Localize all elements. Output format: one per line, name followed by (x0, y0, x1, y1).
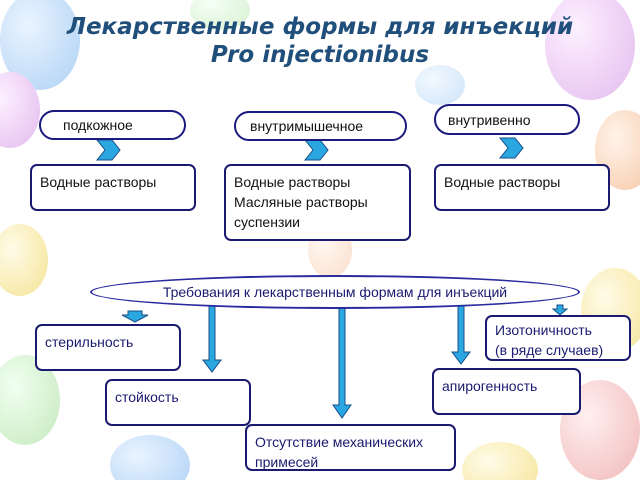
down-arrow-icon (121, 310, 149, 323)
forms-subcutaneous: Водные растворы (30, 164, 196, 211)
requirement-apyrogenicity: апирогенность (432, 368, 581, 415)
chevron-arrow-icon (498, 137, 524, 159)
page-subtitle: Pro injectionibus (210, 42, 430, 68)
route-intravenous: внутривенно (434, 104, 580, 135)
page-title: Лекарственные формы для инъекций (66, 14, 574, 40)
requirements-header-label: Требования к лекарственным формам для ин… (162, 284, 508, 300)
requirement-stability: стойкость (105, 379, 251, 426)
chevron-arrow-icon (95, 139, 121, 161)
down-arrow-icon (551, 304, 569, 316)
route-label: подкожное (63, 117, 133, 133)
forms-intramuscular: Водные растворы Масляные растворы суспен… (224, 164, 411, 241)
requirement-no-mechanical-impurities: Отсутствие механических примесей (245, 424, 456, 471)
route-label: внутримышечное (250, 118, 364, 134)
requirement-isotonicity: Изотоничность (в ряде случаев) (485, 315, 631, 361)
down-arrow-icon (202, 305, 222, 373)
route-intramuscular: внутримышечное (234, 111, 407, 141)
requirement-sterility: стерильность (35, 324, 181, 371)
chevron-arrow-icon (303, 139, 329, 161)
route-label: внутривенно (448, 111, 531, 128)
down-arrow-icon (451, 305, 471, 365)
down-arrow-icon (332, 305, 352, 419)
requirements-header: Требования к лекарственным формам для ин… (90, 275, 580, 309)
forms-intravenous: Водные растворы (434, 164, 610, 211)
route-subcutaneous: подкожное (39, 110, 186, 140)
